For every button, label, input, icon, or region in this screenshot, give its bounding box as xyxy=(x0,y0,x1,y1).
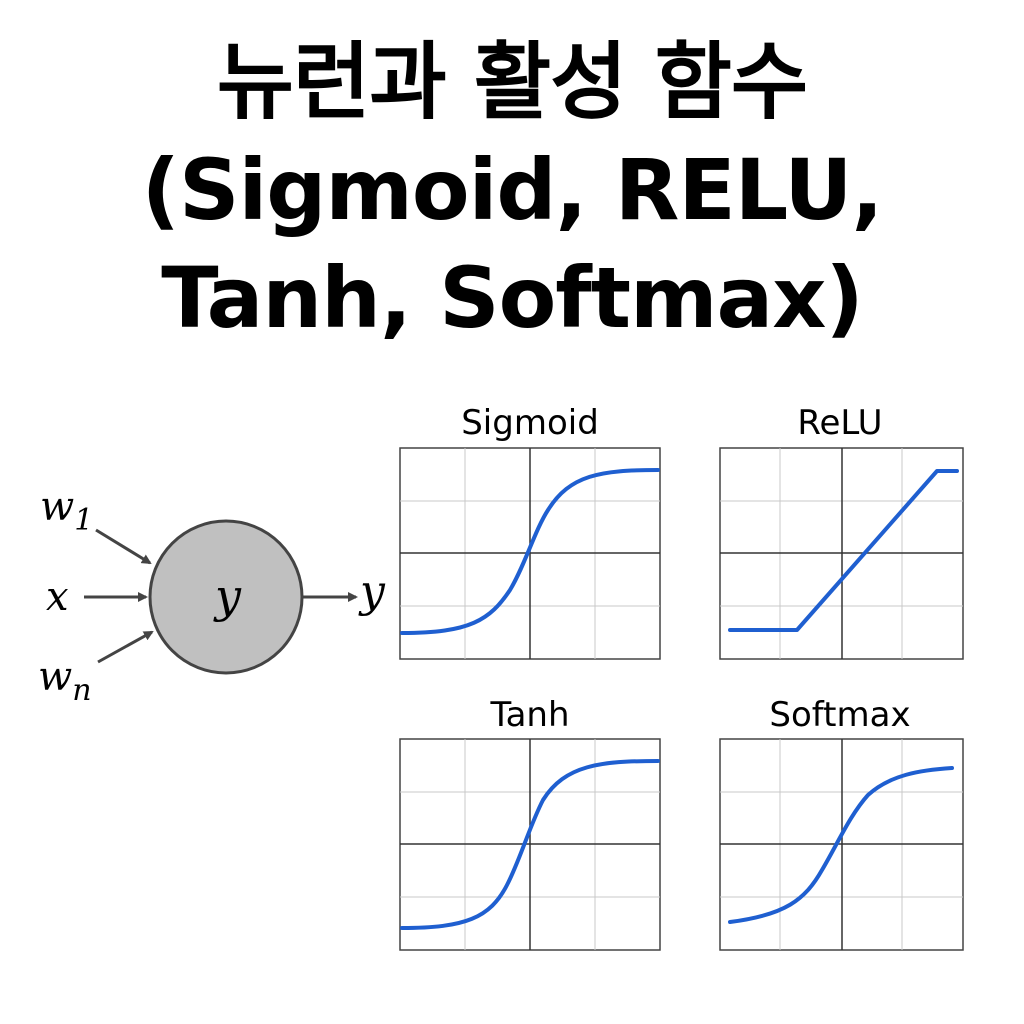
input-w1-arrow xyxy=(95,528,152,565)
plot-title: Tanh xyxy=(489,695,569,735)
plot-sigmoid: Sigmoid xyxy=(399,403,661,660)
plot-curve xyxy=(728,766,954,924)
title-line-2: (Sigmoid, RELU, xyxy=(141,141,884,239)
plot-title: Sigmoid xyxy=(461,403,599,443)
output-y-label: y xyxy=(358,566,386,617)
plot-axes xyxy=(720,448,963,659)
input-w1-label: w1 xyxy=(40,484,93,538)
plot-curve xyxy=(728,469,959,632)
title-line-1: 뉴런과 활성 함수 xyxy=(216,33,808,131)
input-x-label: x xyxy=(46,574,69,620)
plot-relu: ReLU xyxy=(719,403,964,660)
neuron-diagram: w1 x wn y y xyxy=(38,484,386,708)
plot-axes xyxy=(400,448,660,659)
title-line-3: Tanh, Softmax) xyxy=(161,249,864,347)
plot-curve xyxy=(400,468,660,635)
plot-softmax: Softmax xyxy=(719,695,964,951)
page-title: 뉴런과 활성 함수 (Sigmoid, RELU, Tanh, Softmax) xyxy=(0,28,1024,352)
input-wn-arrow xyxy=(97,630,154,664)
neuron-node-label: y xyxy=(213,569,242,623)
input-wn-label: wn xyxy=(38,654,92,708)
plot-axes xyxy=(720,739,963,950)
plot-title: ReLU xyxy=(797,403,882,443)
plot-title: Softmax xyxy=(769,695,910,735)
plot-axes xyxy=(400,739,660,950)
plot-curve xyxy=(400,759,660,930)
plot-tanh: Tanh xyxy=(399,695,661,951)
